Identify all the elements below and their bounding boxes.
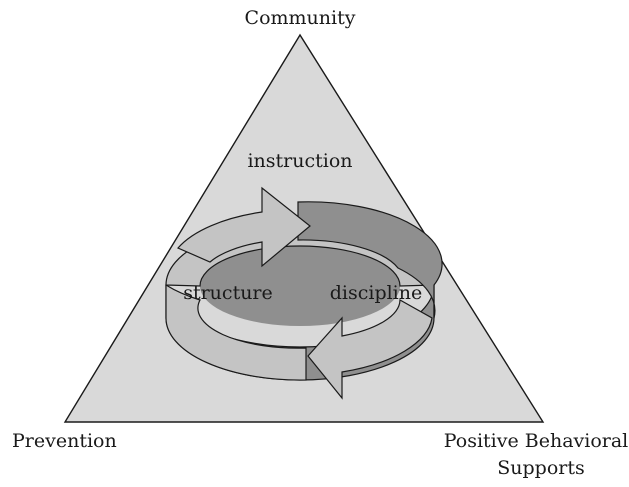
cycle-label-structure: structure [183, 282, 273, 304]
cycle-ring-left-light-band [165, 283, 307, 381]
cycle-label-discipline: discipline [330, 282, 423, 304]
corner-label-bottom-right-line1: Positive Behavioral [444, 430, 629, 452]
cycle-arrow-top [177, 186, 311, 268]
corner-label-top: Community [245, 7, 356, 29]
cycle-ring-inner-wall [200, 246, 400, 326]
cycle-arrow-bottom [307, 298, 433, 400]
corner-label-bottom-left: Prevention [12, 430, 117, 452]
cycle-label-instruction: instruction [247, 150, 352, 172]
corner-label-bottom-right-line2: Supports [497, 457, 585, 479]
cycle-ring-right-dark-band [297, 201, 443, 319]
